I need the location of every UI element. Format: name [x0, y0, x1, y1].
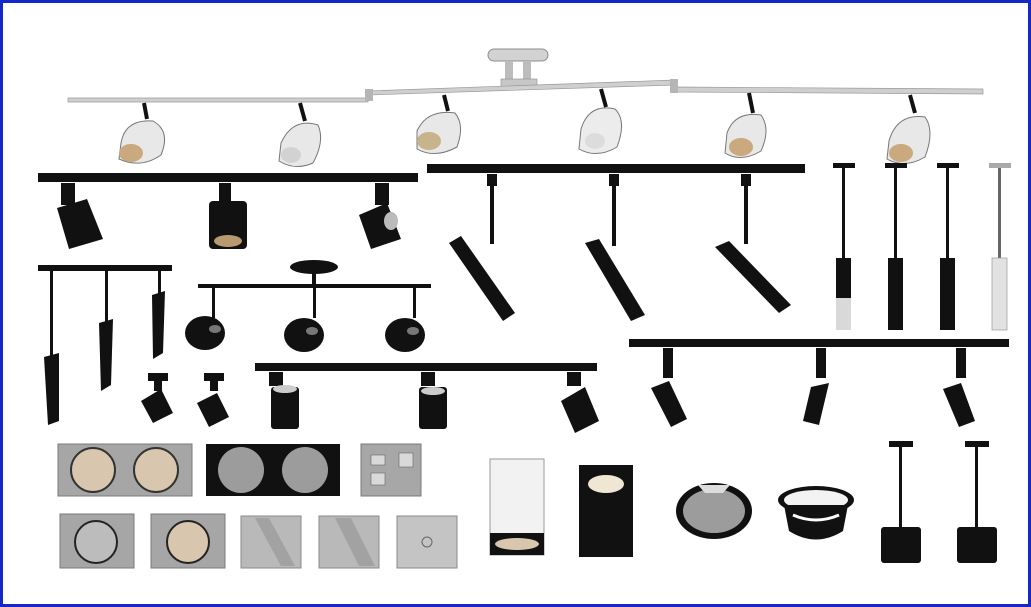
- recessed-downlight-gray: [676, 483, 752, 539]
- black-track-rail: [629, 339, 1009, 347]
- white-track-spotlight: [278, 102, 322, 167]
- black-track-spotlight: [209, 183, 247, 249]
- small-track-spotlight: [197, 373, 229, 427]
- black-track-spotlight: [943, 348, 975, 427]
- black-track-spotlight: [561, 372, 599, 433]
- white-surface-downlight: [489, 458, 545, 556]
- white-track-spotlight: [578, 88, 622, 154]
- white-track-spotlight: [416, 94, 461, 154]
- white-track-spotlight: [886, 94, 931, 164]
- tube-track-spotlight: [449, 174, 515, 321]
- single-socket-panel: [396, 515, 458, 569]
- tube-track-spotlight: [585, 174, 645, 321]
- blank-panel: [318, 515, 380, 569]
- tube-track-spotlight: [715, 174, 791, 313]
- socket-panel: [360, 443, 422, 497]
- pendant-tube-light: [937, 163, 959, 330]
- black-track-spotlight: [57, 183, 103, 249]
- pendant-tube-light: [885, 163, 907, 330]
- cylinder-pendant-light: [957, 441, 997, 563]
- blank-panel: [240, 515, 302, 569]
- black-track-rail: [427, 164, 805, 173]
- black-surface-downlight: [579, 465, 633, 557]
- recessed-downlight-white: [778, 486, 854, 540]
- black-track-rail: [255, 363, 597, 371]
- single-switch-panel-beige: [150, 513, 226, 569]
- cylinder-pendant-light: [881, 441, 921, 563]
- double-switch-panel-black: [206, 444, 340, 496]
- double-switch-panel-beige: [57, 443, 193, 497]
- pendant-tube-light: [989, 163, 1011, 331]
- black-track-spotlight: [269, 372, 299, 429]
- black-track-spotlight: [359, 183, 401, 249]
- small-track-spotlight: [141, 373, 173, 423]
- white-track-spotlight: [118, 102, 166, 164]
- lighting-fixtures-illustration: [38, 48, 1011, 569]
- black-track-rail: [38, 173, 418, 182]
- white-track-spotlight: [724, 92, 767, 158]
- pendant-bar-fixture: [38, 265, 172, 425]
- pendant-tube-light: [833, 163, 855, 330]
- single-switch-panel-gray: [59, 513, 135, 569]
- globe-pendant-bar: [185, 260, 431, 352]
- black-track-spotlight: [651, 348, 687, 427]
- black-track-spotlight: [803, 348, 829, 425]
- black-track-spotlight: [419, 372, 447, 429]
- silver-track-rail: [67, 48, 984, 103]
